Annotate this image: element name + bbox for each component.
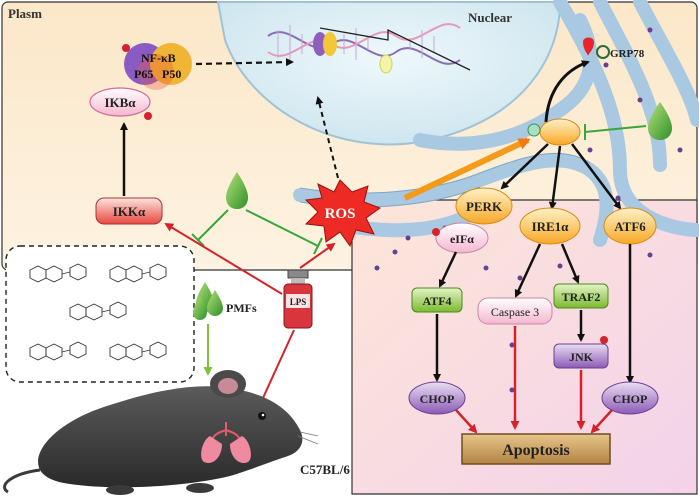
- atf6-node: ATF6: [603, 207, 657, 245]
- caspase3-node: Caspase 3: [477, 297, 553, 325]
- atf6-label: ATF6: [614, 219, 646, 234]
- ire1a-to-traf2-arrow: [560, 243, 580, 284]
- chop-left-to-apoptosis-arrow: [455, 409, 478, 434]
- chop-right-to-apoptosis-arrow: [590, 409, 613, 434]
- vial-icon: LPS: [283, 269, 313, 329]
- ros-to-dna-arrow: [315, 96, 339, 179]
- lungs-icon: [201, 422, 251, 464]
- grp78-node: GRP78: [583, 37, 645, 60]
- atf4-label: ATF4: [422, 294, 451, 308]
- atf4-node: ATF4: [411, 287, 463, 313]
- apoptosis-node: Apoptosis: [461, 433, 611, 465]
- eifa-label: eIFα: [450, 232, 474, 246]
- droplet-icon: [193, 282, 223, 320]
- inhibit-ikka-line: [191, 209, 229, 247]
- ros-node: ROS: [304, 179, 382, 248]
- jnk-label: JNK: [569, 350, 594, 364]
- plasm-label: Plasm: [8, 6, 42, 21]
- inhibit-ros-line: [245, 209, 323, 255]
- ikba-label: IKBα: [104, 95, 136, 110]
- apoptosis-label: Apoptosis: [502, 442, 570, 459]
- caspase3-label: Caspase 3: [491, 305, 539, 319]
- molecule-structures: [29, 263, 167, 361]
- chop-left-label: CHOP: [420, 392, 455, 406]
- mouse-icon: [3, 370, 319, 495]
- ire1a-to-caspase3-arrow: [514, 243, 542, 298]
- dna-icon: [267, 23, 471, 74]
- droplet-icon: [226, 172, 248, 209]
- er-sensor: [527, 118, 581, 146]
- chop-left-node: CHOP: [408, 381, 466, 415]
- ros-label: ROS: [325, 206, 356, 222]
- traf2-label: TRAF2: [562, 290, 601, 304]
- lps-to-ros-arrow: [299, 242, 336, 269]
- ire1a-label: IRE1α: [532, 219, 570, 234]
- pmfs-structure-box: [5, 245, 195, 383]
- sensor-to-ire1a-arrow: [548, 145, 562, 210]
- eifa-node: eIFα: [432, 222, 489, 254]
- p65-label: P65: [134, 67, 153, 81]
- sensor-to-atf6-arrow: [571, 143, 622, 210]
- chop-right-node: CHOP: [601, 381, 659, 415]
- ire1a-node: IRE1α: [519, 207, 581, 245]
- inhibit-sensor-line: [584, 124, 647, 140]
- mouse-strain-label: C57BL/6: [300, 462, 350, 477]
- traf2-node: TRAF2: [553, 283, 609, 309]
- nfkb-to-dna-arrow: [195, 58, 294, 67]
- droplet-icon: [648, 102, 672, 140]
- chop-right-label: CHOP: [613, 392, 648, 406]
- p50-label: P50: [162, 67, 181, 81]
- perk-node: PERK: [455, 187, 513, 225]
- perk-label: PERK: [466, 199, 503, 214]
- nfkb-label: NF-κB: [141, 51, 176, 65]
- lps-label: LPS: [290, 297, 307, 307]
- nfkb-complex: NF-κB P65 P50: [122, 43, 192, 90]
- er-region: [351, 199, 698, 495]
- pmfs-label: PMFs: [226, 301, 257, 315]
- sensor-to-perk-arrow: [500, 143, 549, 190]
- ros-to-er-arrow: [403, 137, 531, 201]
- grp78-label: GRP78: [610, 48, 645, 60]
- eifa-to-atf4-arrow: [438, 251, 458, 288]
- ikba-node: IKBα: [89, 87, 152, 120]
- nuclear-label: Nuclear: [468, 10, 512, 25]
- jnk-node: JNK: [553, 336, 609, 369]
- ikka-label: IKKα: [113, 204, 146, 219]
- sensor-to-grp78-arrow: [544, 60, 590, 123]
- lps-to-ikka-arrow: [164, 222, 283, 295]
- ikka-node: IKKα: [95, 197, 163, 225]
